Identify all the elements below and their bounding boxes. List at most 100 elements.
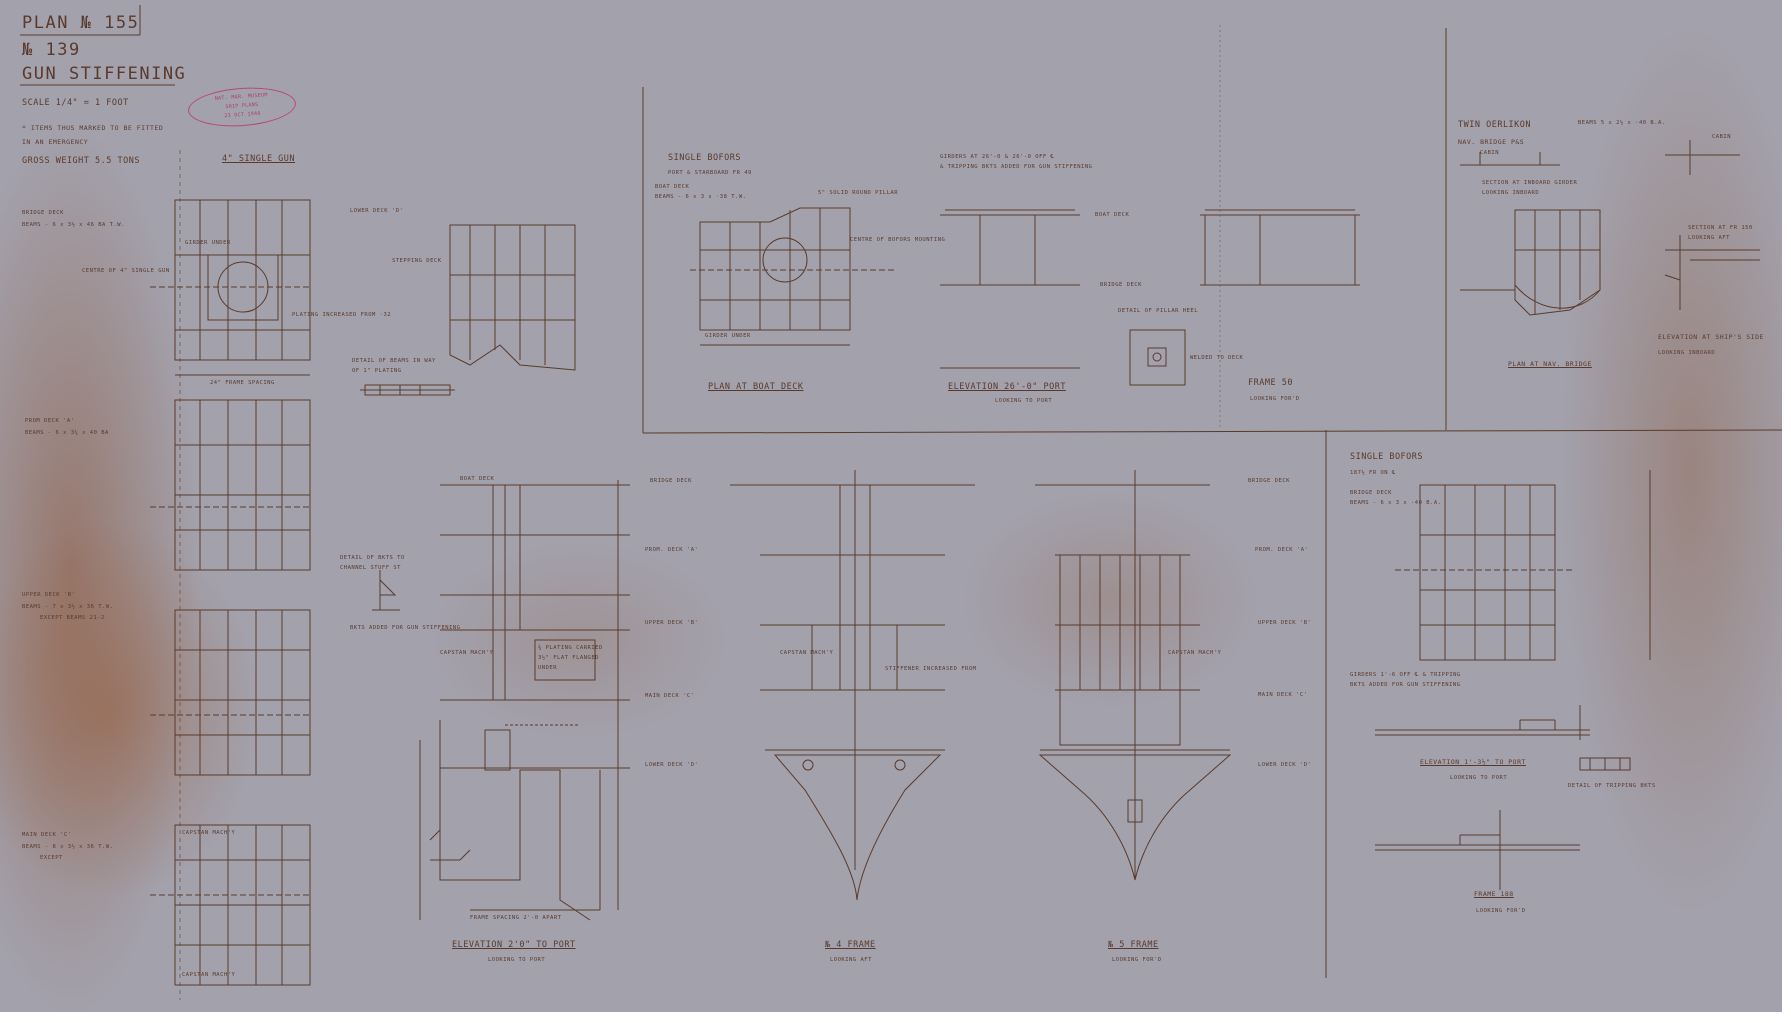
single-bofors-plan-fr187: [1395, 470, 1651, 661]
girders-note-rb: GIRDERS 1'-6 OFF ℄ & TRIPPING: [1350, 672, 1461, 678]
bridge-deck-right: BRIDGE DECK: [1100, 282, 1142, 288]
single-bofors-2-sub: 187½ FR ON ℄: [1350, 470, 1396, 476]
welded-label: WELDED TO DECK: [1190, 355, 1244, 361]
lower-deck-elev-1: LOWER DECK 'D': [645, 762, 699, 768]
frame-50-title: FRAME 50: [1248, 378, 1293, 388]
stiffener-increased: STIFFENER INCREASED FROM: [885, 666, 977, 672]
note-line1: * ITEMS THUS MARKED TO BE FITTED: [22, 124, 164, 132]
elev-1ft-sub: LOOKING TO PORT: [1450, 775, 1508, 781]
lower-deck-elev-2: LOWER DECK 'D': [1258, 762, 1312, 768]
plan-boat-deck-title: PLAN AT BOAT DECK: [708, 382, 804, 392]
upper-deck-elev-1: UPPER DECK 'B': [645, 620, 699, 626]
prom-deck-plan: [150, 399, 311, 571]
capstan-elev: CAPSTAN MACH'Y: [440, 650, 494, 656]
girders-note-rb2: BKTS ADDED FOR GUN STIFFENING: [1350, 682, 1461, 688]
detail-tripping-label: DETAIL OF TRIPPING BKTS: [1568, 783, 1656, 789]
frame-spacing-label: 24" FRAME SPACING: [210, 380, 275, 386]
main-deck-label: MAIN DECK 'C': [22, 832, 72, 838]
detail-beams: [360, 384, 455, 396]
cabin-label-1: CABIN: [1480, 150, 1500, 156]
frame-5-title: № 5 FRAME: [1108, 940, 1159, 950]
twin-oerlikon-sub: NAV. BRIDGE P&S: [1458, 138, 1525, 146]
prom-deck-label: PROM DECK 'A': [25, 418, 75, 424]
upper-except-label: EXCEPT BEAMS 21-2: [40, 615, 105, 621]
frame-spacing-bottom: FRAME SPACING 2'-0 APART: [470, 915, 562, 921]
main-beams-label: BEAMS - 8 x 3½ x 36 T.W.: [22, 844, 114, 850]
capstan-mach-label-1: CAPSTAN MACH'Y: [182, 830, 236, 836]
bridge-deck-plan: [150, 199, 311, 376]
elev-2ft-sub: LOOKING TO PORT: [488, 957, 546, 963]
pillar-heel: [1129, 329, 1186, 386]
boat-deck-label: BOAT DECK: [655, 184, 690, 190]
frame-4-title: № 4 FRAME: [825, 940, 876, 950]
solid-pillar-label: 5" SOLID ROUND PILLAR: [818, 190, 899, 196]
pillar-heel-label: DETAIL OF PILLAR HEEL: [1118, 308, 1199, 314]
cabin-label-2: CABIN: [1712, 134, 1732, 140]
capstan-mach-label-2: CAPSTAN MACH'Y: [182, 972, 236, 978]
single-gun-heading: 4" SINGLE GUN: [222, 154, 296, 164]
twin-oerlikon-heading: TWIN OERLIKON: [1458, 120, 1532, 130]
plan-at-boat-deck: [690, 207, 895, 346]
section-inboard-sub: LOOKING INBOARD: [1482, 190, 1540, 196]
capstan-f5: CAPSTAN MACH'Y: [1168, 650, 1222, 656]
upper-beams-label: BEAMS - 7 x 3½ x 36 T.W.: [22, 604, 114, 610]
bridge-deck-label: BRIDGE DECK: [22, 210, 64, 216]
main-deck-elev-1: MAIN DECK 'C': [645, 693, 695, 699]
plating-increased-label: PLATING INCREASED FROM ·32: [292, 312, 392, 318]
stepping-deck-label: STEPPING DECK: [392, 258, 442, 264]
lower-deck-plan: [449, 224, 576, 371]
plating-carried-1: ⅜ PLATING CARRIED: [538, 645, 603, 651]
bridge-deck-elev-2: BRIDGE DECK: [1248, 478, 1290, 484]
page-edge-right: [1782, 0, 1791, 1023]
girder-note: GIRDERS AT 26'-0 & 26'-0 OFF ℄: [940, 154, 1055, 160]
main-except-label: EXCEPT: [40, 855, 63, 861]
tripping-note: & TRIPPING BKTS ADDED FOR GUN STIFFENING: [940, 164, 1093, 170]
detail-bkts-label: DETAIL OF BKTS TO: [340, 555, 405, 561]
frame-188: [1375, 810, 1580, 890]
prom-deck-elev-1: PROM. DECK 'A': [645, 547, 699, 553]
frame-50: [1200, 209, 1360, 286]
girder-under-label: GIRDER UNDER: [185, 240, 231, 246]
frame-4-sub: LOOKING AFT: [830, 957, 872, 963]
section-fr150: SECTION AT FR 150: [1688, 225, 1753, 231]
detail-beams-label2: OF 1" PLATING: [352, 368, 402, 374]
elev-26-title: ELEVATION 26'-0" PORT: [948, 382, 1066, 392]
single-bofors-2-heading: SINGLE BOFORS: [1350, 452, 1424, 462]
elevation-1ft-to-port: [1375, 705, 1631, 771]
no4-frame: [730, 470, 975, 901]
elevation-2ft-to-port: [419, 480, 630, 921]
centre-bofors-label: CENTRE OF BOFORS MOUNTING: [850, 237, 946, 243]
gross-weight: GROSS WEIGHT 5.5 TONS: [22, 156, 140, 166]
section-fr150-sub: LOOKING AFT: [1688, 235, 1730, 241]
frame-188-title: FRAME 188: [1474, 890, 1514, 898]
upper-deck-label: UPPER DECK 'B': [22, 592, 76, 598]
bridge-deck-rb: BRIDGE DECK: [1350, 490, 1392, 496]
elev-26-sub: LOOKING TO PORT: [995, 398, 1053, 404]
capstan-f4-1: CAPSTAN MACH'Y: [780, 650, 834, 656]
centre-gun-label: CENTRE OF 4" SINGLE GUN: [82, 268, 170, 274]
twin-oerlikon: [1460, 140, 1760, 316]
plan-nav-bridge-title: PLAN AT NAV. BRIDGE: [1508, 360, 1592, 368]
prom-deck-elev-2: PROM. DECK 'A': [1255, 547, 1309, 553]
beams-rb: BEAMS - 6 x 3 x ·40 B.A.: [1350, 500, 1442, 506]
detail-bkts: [372, 570, 400, 611]
single-bofors-heading: SINGLE BOFORS: [668, 153, 742, 163]
bridge-beams-label: BEAMS - 6 x 3½ x 46 BA T.W.: [22, 222, 125, 228]
boat-deck-right: BOAT DECK: [1095, 212, 1130, 218]
lower-deck-label: LOWER DECK 'D': [350, 208, 404, 214]
detail-beams-label: DETAIL OF BEAMS IN WAY: [352, 358, 436, 364]
bridge-deck-elev-1: BRIDGE DECK: [650, 478, 692, 484]
girder-under-label-ct: GIRDER UNDER: [705, 333, 751, 339]
frame-50-sub: LOOKING FOR'D: [1250, 396, 1300, 402]
scale-text: SCALE 1/4" = 1 FOOT: [22, 98, 129, 108]
plan-number: PLAN № 155: [22, 13, 140, 33]
upper-deck-elev-2: UPPER DECK 'B': [1258, 620, 1312, 626]
boat-beams-label: BEAMS - 6 x 3 x ·38 T.W.: [655, 194, 747, 200]
bkts-added-label: BKTS ADDED FOR GUN STIFFENING: [350, 625, 461, 631]
plan-no-139: № 139: [22, 40, 81, 60]
upper-deck-plan: [150, 609, 311, 776]
detail-bkts-label2: CHANNEL STUFF ST: [340, 565, 401, 571]
elev-1ft-title: ELEVATION 1'-3½" TO PORT: [1420, 758, 1526, 766]
